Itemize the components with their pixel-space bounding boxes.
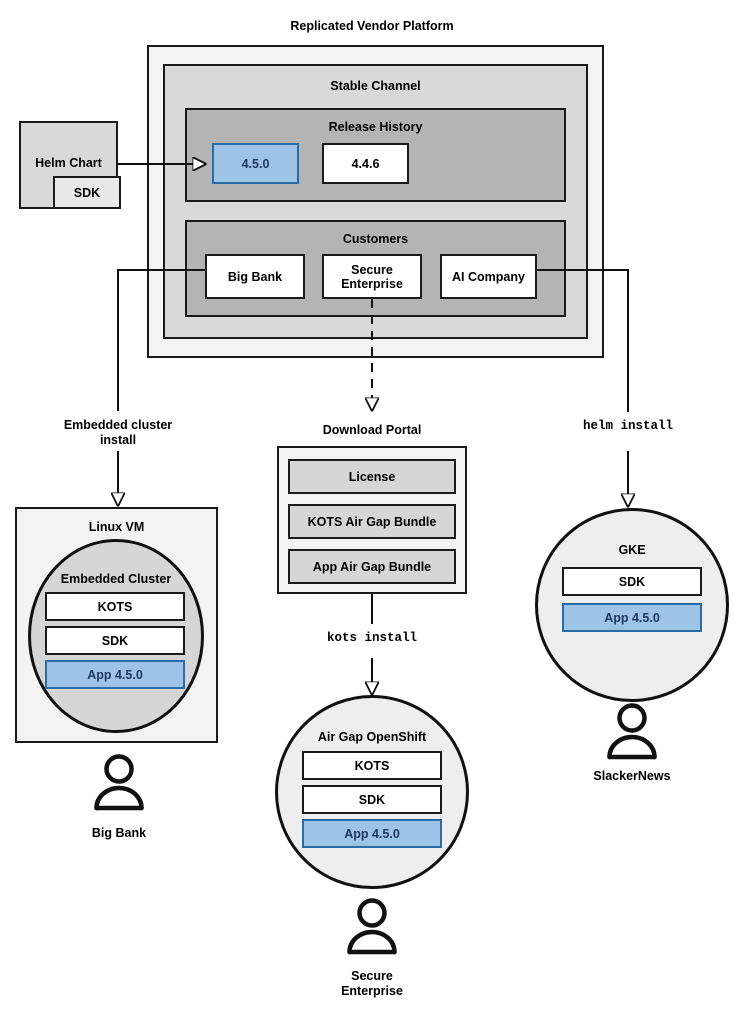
artifact-app-air-gap-bundle[interactable]: App Air Gap Bundle [288, 549, 456, 584]
customer-name: Big Bank [227, 269, 283, 284]
component-label: App 4.5.0 [604, 610, 660, 625]
release-version-label: 4.5.0 [241, 156, 270, 171]
customer-name: Secure Enterprise [341, 262, 403, 291]
gke-title: GKE [618, 543, 646, 557]
user-avatar-icon [94, 754, 144, 811]
release-card-4-4-6[interactable]: 4.4.6 [322, 143, 409, 184]
page-title: Replicated Vendor Platform [290, 19, 454, 33]
kots-install-label: kots install [326, 631, 417, 645]
artifact-kots-air-gap-bundle[interactable]: KOTS Air Gap Bundle [288, 504, 456, 539]
embedded-cluster-title: Embedded Cluster [60, 572, 172, 586]
air-gap-openshift-title: Air Gap OpenShift [317, 730, 427, 744]
helm-chart-sdk-box[interactable]: SDK [53, 176, 121, 209]
linux-vm-component-app[interactable]: App 4.5.0 [45, 660, 185, 689]
component-label: App 4.5.0 [344, 826, 400, 841]
linux-vm-component-sdk[interactable]: SDK [45, 626, 185, 655]
helm-install-label: helm install [582, 419, 673, 433]
release-history-title: Release History [328, 120, 423, 134]
helm-chart-label: Helm Chart [35, 156, 102, 170]
openshift-component-sdk[interactable]: SDK [302, 785, 442, 814]
component-label: KOTS [97, 599, 133, 614]
openshift-component-kots[interactable]: KOTS [302, 751, 442, 780]
user-avatar-icon [607, 703, 657, 760]
stable-channel-title: Stable Channel [330, 79, 421, 93]
download-portal-title: Download Portal [322, 423, 422, 437]
linux-vm-component-kots[interactable]: KOTS [45, 592, 185, 621]
customer-name: AI Company [452, 269, 525, 284]
gke-component-sdk[interactable]: SDK [562, 567, 702, 596]
component-label: SDK [101, 633, 129, 648]
linux-vm-title: Linux VM [88, 520, 145, 534]
component-label: App 4.5.0 [87, 667, 143, 682]
artifact-label: License [348, 469, 396, 484]
customer-card-secure-enterprise[interactable]: Secure Enterprise [322, 254, 422, 299]
user-avatar-icon [347, 898, 397, 955]
openshift-component-app[interactable]: App 4.5.0 [302, 819, 442, 848]
customer-card-big-bank[interactable]: Big Bank [205, 254, 305, 299]
release-card-4-5-0[interactable]: 4.5.0 [212, 143, 299, 184]
component-label: SDK [358, 792, 386, 807]
release-version-label: 4.4.6 [351, 156, 380, 171]
component-label: SDK [618, 574, 646, 589]
helm-chart-sdk-label: SDK [73, 185, 101, 200]
user-label-big-bank: Big Bank [91, 826, 147, 840]
user-label-slackernews: SlackerNews [593, 769, 671, 783]
artifact-license[interactable]: License [288, 459, 456, 494]
user-label-secure-enterprise: Secure Enterprise [341, 969, 403, 998]
component-label: KOTS [354, 758, 390, 773]
embedded-cluster-install-label: Embedded cluster install [63, 418, 173, 447]
artifact-label: App Air Gap Bundle [312, 559, 432, 574]
customers-title: Customers [342, 232, 409, 246]
customer-card-ai-company[interactable]: AI Company [440, 254, 537, 299]
gke-component-app[interactable]: App 4.5.0 [562, 603, 702, 632]
artifact-label: KOTS Air Gap Bundle [307, 514, 437, 529]
